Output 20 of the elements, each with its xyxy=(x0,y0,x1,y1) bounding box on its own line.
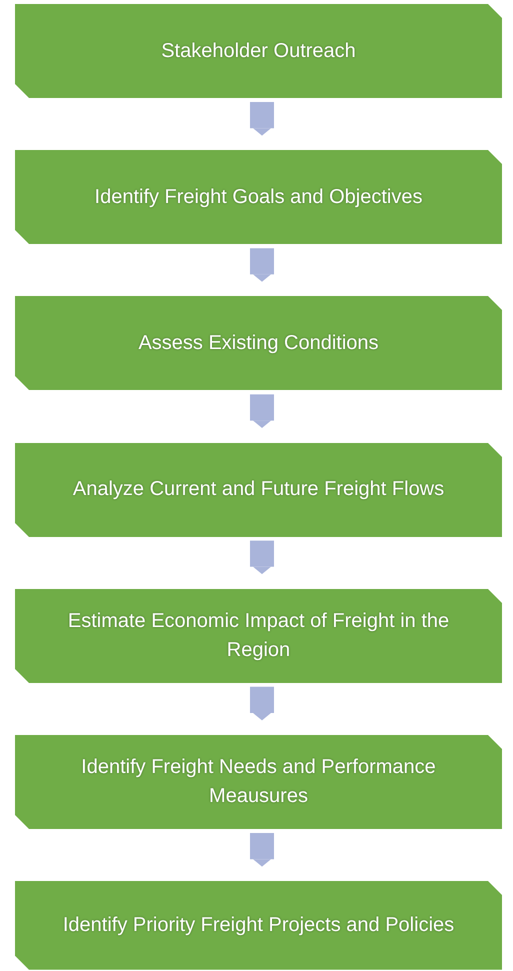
block-arrow xyxy=(250,394,274,428)
step-text: Estimate Economic Impact of Freight in the Region xyxy=(66,608,450,663)
step-text: Assess Existing Conditions xyxy=(138,330,379,356)
process-box xyxy=(15,881,502,970)
block-arrow xyxy=(250,540,274,574)
step-text: Identify Freight Goals and Objectives xyxy=(94,184,422,210)
step-text: Identify Priority Freight Projects and Policies xyxy=(62,913,454,938)
process-box xyxy=(15,4,502,98)
process-box xyxy=(15,735,502,829)
step-text: Stakeholder Outreach xyxy=(161,38,356,64)
block-arrow xyxy=(250,686,274,720)
block-arrow xyxy=(250,248,274,282)
process-box xyxy=(15,150,502,244)
process-box xyxy=(15,296,502,390)
step-text: Identify Freight Needs and Performance Meausures xyxy=(80,755,437,809)
block-arrow xyxy=(250,833,274,867)
step-text: Analyze Current and Future Freight Flows xyxy=(72,477,444,502)
process-box xyxy=(15,442,502,537)
block-arrow xyxy=(250,102,274,136)
process-box xyxy=(15,588,502,683)
